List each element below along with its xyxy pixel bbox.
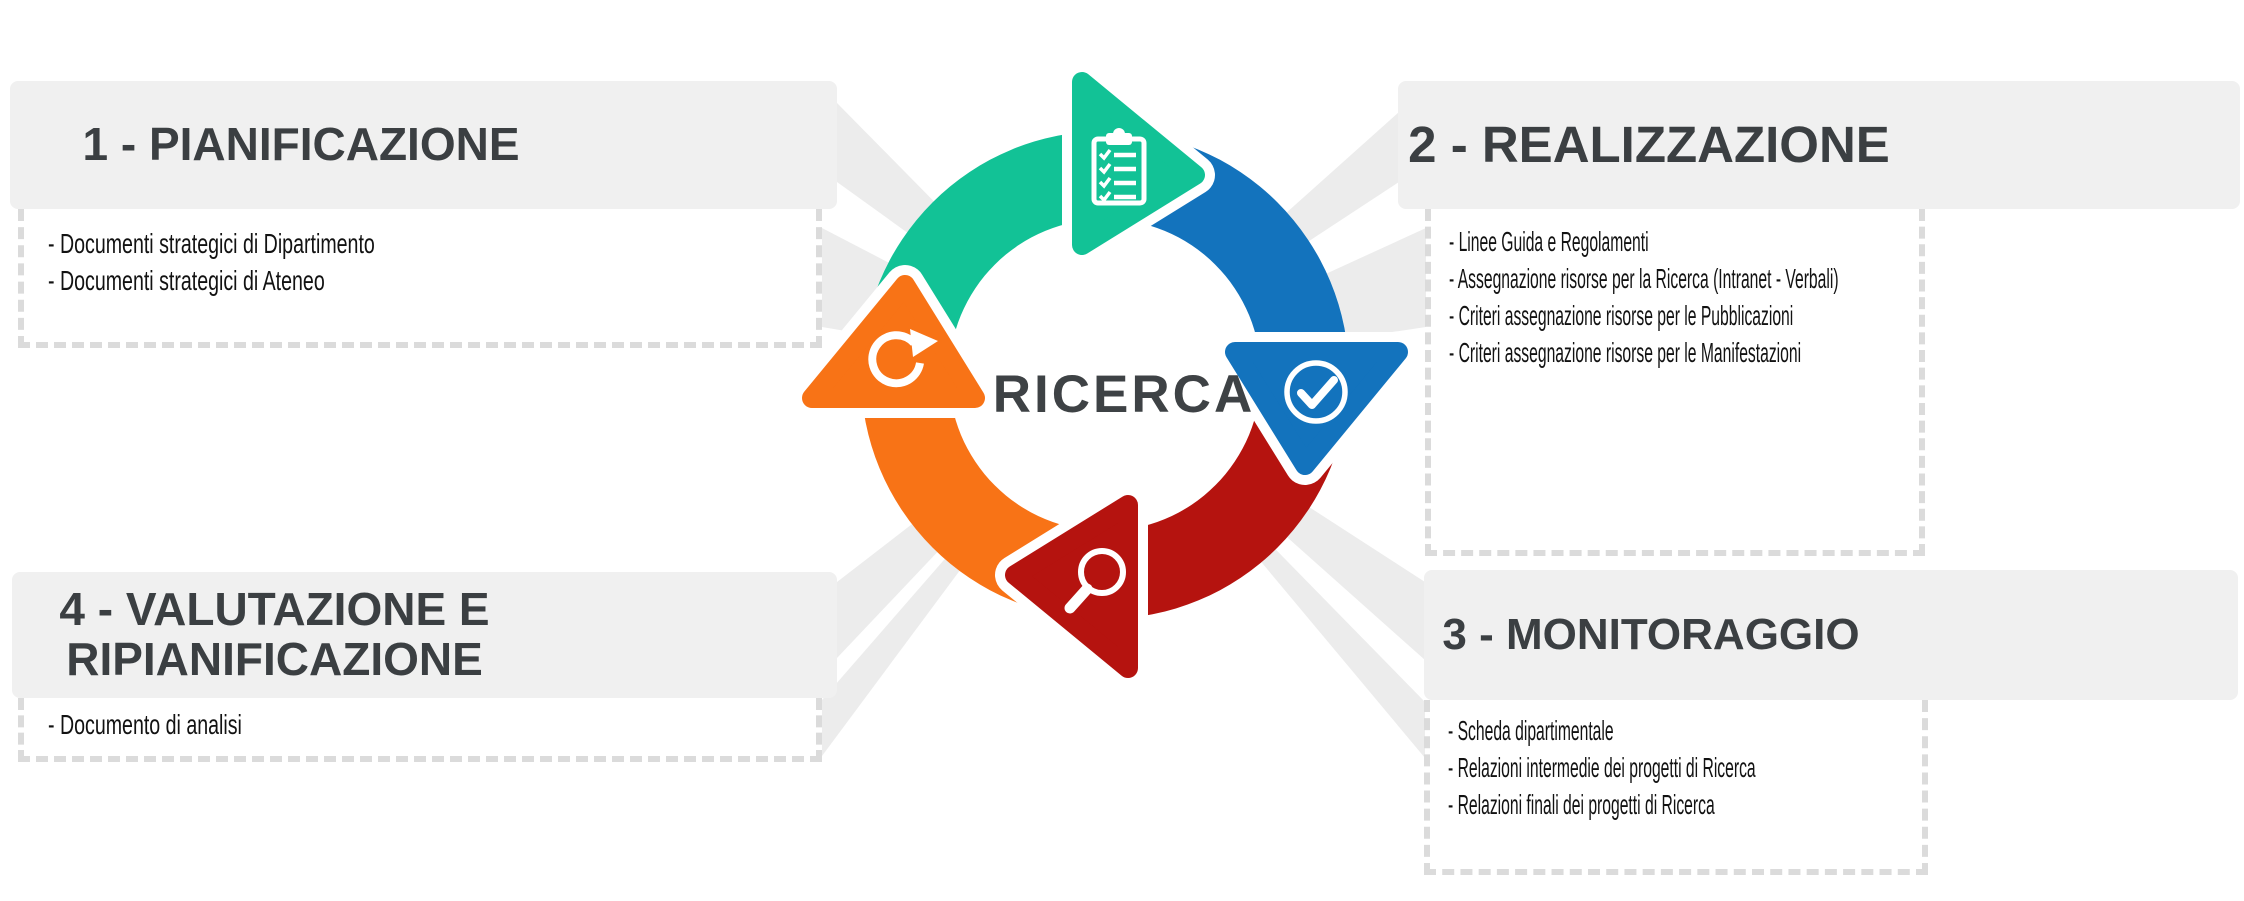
panel-title-valutazione-ripianificazione: 4 - VALUTAZIONE E RIPIANIFICAZIONE: [12, 572, 837, 698]
panel-title-realizzazione: 2 - REALIZZAZIONE: [1398, 81, 2240, 209]
panel-list-monitoraggio: - Scheda dipartimentale - Relazioni inte…: [1424, 700, 1928, 875]
cycle-center-label: RICERCA: [993, 365, 1255, 424]
panel-title-text: 1 - PIANIFICAZIONE: [82, 118, 520, 171]
arrowhead-right: [1225, 342, 1408, 475]
magnifier-icon: [1064, 548, 1126, 614]
list-item: - Documenti strategici di Dipartimento: [48, 228, 375, 259]
list-item: - Relazioni intermedie dei progetti di R…: [1448, 752, 1756, 783]
list-item: - Documento di analisi: [48, 709, 242, 740]
list-item: - Documenti strategici di Ateneo: [48, 265, 325, 296]
list-item: - Linee Guida e Regolamenti: [1449, 226, 1649, 257]
cycle-arrowheads: [792, 62, 1418, 688]
list-item: - Criteri assegnazione risorse per le Pu…: [1449, 300, 1794, 331]
arrowhead-bottom: [1005, 495, 1138, 678]
list-item: - Relazioni finali dei progetti di Ricer…: [1448, 789, 1715, 820]
refresh-icon: [868, 329, 938, 388]
arrowhead-left: [802, 275, 985, 408]
panel-list-valutazione-ripianificazione: - Documento di analisi: [18, 698, 822, 762]
list-item: - Assegnazione risorse per la Ricerca (I…: [1449, 263, 1839, 294]
list-item: - Scheda dipartimentale: [1448, 715, 1614, 746]
panel-list-pianificazione: - Documenti strategici di Dipartimento -…: [18, 209, 822, 348]
panel-title-text: 4 - VALUTAZIONE E RIPIANIFICAZIONE: [59, 583, 490, 685]
panel-list-realizzazione: - Linee Guida e Regolamenti - Assegnazio…: [1425, 209, 1925, 556]
check-circle-icon: [1284, 360, 1348, 424]
list-item: - Criteri assegnazione risorse per le Ma…: [1449, 337, 1802, 368]
panel-title-text: 3 - MONITORAGGIO: [1442, 610, 1860, 660]
panel-title-text: 2 - REALIZZAZIONE: [1408, 116, 1890, 174]
clipboard-checklist-icon: [1091, 128, 1147, 206]
panel-title-monitoraggio: 3 - MONITORAGGIO: [1424, 570, 2238, 700]
panel-title-pianificazione: 1 - PIANIFICAZIONE: [10, 81, 837, 209]
